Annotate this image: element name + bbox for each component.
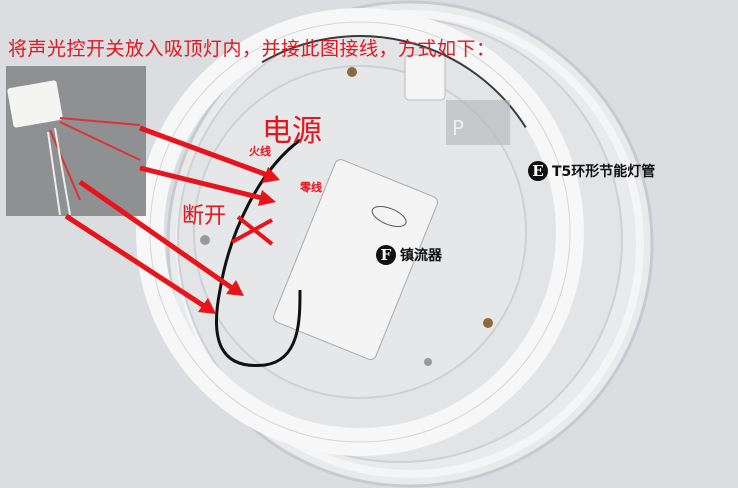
watermark-logo [446, 100, 510, 145]
ballast-label: 镇流器 [400, 248, 442, 264]
disconnect-label: 断开 [182, 204, 227, 229]
disconnect-x-mark [231, 215, 274, 246]
ballast [273, 159, 439, 360]
tube-label: T5环形节能灯管 [552, 164, 656, 180]
live-wire-label: 火线 [249, 145, 271, 158]
power-label: 电源 [262, 114, 322, 149]
wiring-arrows [64, 125, 280, 314]
instruction-title: 将声光控开关放入吸顶灯内，并接此图接线，方式如下： [8, 38, 496, 60]
badge-f: F [376, 245, 396, 265]
neutral-wire-label: 零线 [300, 181, 322, 194]
component-tag-ballast: F 镇流器 [376, 245, 442, 265]
badge-e: E [528, 161, 548, 181]
component-tag-tube: E T5环形节能灯管 [528, 161, 655, 181]
svg-text:P: P [452, 116, 464, 140]
